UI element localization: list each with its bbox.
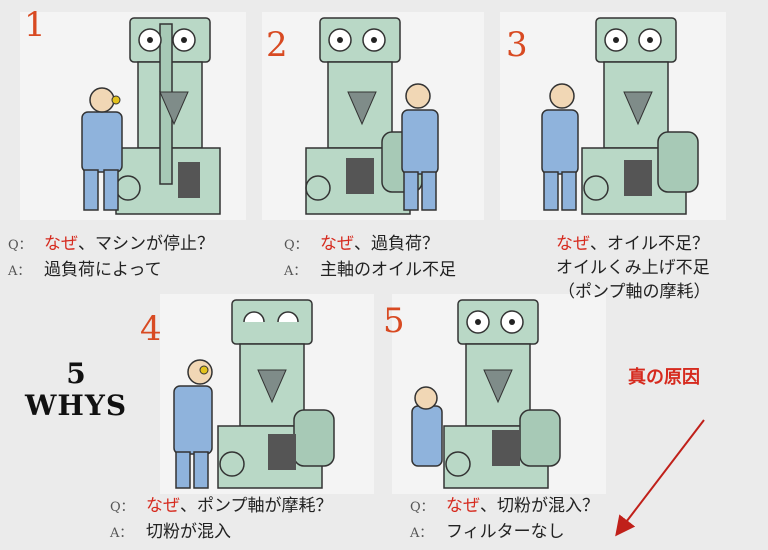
q-prefix: Q： bbox=[110, 500, 134, 515]
q-prefix: Q： bbox=[8, 238, 32, 253]
why-keyword: なぜ bbox=[44, 234, 78, 254]
a-prefix: A： bbox=[284, 264, 307, 279]
answer-text: 過負荷によって bbox=[44, 260, 162, 280]
why-keyword: なぜ bbox=[320, 234, 354, 254]
qa-2: Q： なぜ、過負荷？ A： 主軸のオイル不足 bbox=[284, 232, 456, 284]
why-keyword: なぜ bbox=[146, 496, 180, 516]
answer-note: （ポンプ軸の摩耗） bbox=[558, 282, 711, 302]
a-prefix: A： bbox=[410, 526, 433, 541]
machine-illustration-5 bbox=[411, 299, 561, 489]
root-cause-label: 真の原因 bbox=[628, 367, 700, 388]
qa-4: Q： なぜ、ポンプ軸が摩耗？ A： 切粉が混入 bbox=[110, 494, 333, 546]
five-whys-title: 5 WHYS bbox=[10, 358, 142, 422]
step-number-2: 2 bbox=[266, 25, 288, 65]
q-prefix: Q： bbox=[284, 238, 308, 253]
answer-text: 主軸のオイル不足 bbox=[320, 260, 456, 280]
question-text: 、マシンが停止？ bbox=[78, 234, 214, 254]
step-number-1: 1 bbox=[24, 5, 46, 45]
question-text: 、オイル不足？ bbox=[590, 234, 709, 254]
machine-illustration-2 bbox=[305, 17, 439, 215]
machine-illustration-3 bbox=[541, 17, 699, 215]
question-text: 、切粉が混入？ bbox=[480, 496, 599, 516]
why-keyword: なぜ bbox=[446, 496, 480, 516]
question-text: 、ポンプ軸が摩耗？ bbox=[180, 496, 333, 516]
step-number-5: 5 bbox=[383, 301, 405, 341]
step-number-4: 4 bbox=[140, 309, 162, 349]
q-prefix: Q： bbox=[410, 500, 434, 515]
answer-text: オイルくみ上げ不足 bbox=[556, 258, 710, 278]
title-word: WHYS bbox=[24, 389, 128, 422]
machine-illustration-1 bbox=[81, 17, 221, 215]
qa-1: Q： なぜ、マシンが停止？ A： 過負荷によって bbox=[8, 232, 214, 284]
answer-text: 切粉が混入 bbox=[146, 522, 231, 542]
qa-5: Q： なぜ、切粉が混入？ A： フィルターなし bbox=[410, 494, 599, 546]
a-prefix: A： bbox=[110, 526, 133, 541]
root-cause-arrow-icon bbox=[615, 419, 705, 537]
question-text: 、過負荷？ bbox=[354, 234, 439, 254]
machine-illustration-4 bbox=[173, 299, 335, 489]
why-keyword: なぜ bbox=[556, 234, 590, 254]
title-number: 5 bbox=[66, 357, 86, 390]
qa-3: なぜ、オイル不足？ オイルくみ上げ不足 （ポンプ軸の摩耗） bbox=[556, 232, 711, 304]
a-prefix: A： bbox=[8, 264, 31, 279]
step-number-3: 3 bbox=[506, 25, 528, 65]
answer-text: フィルターなし bbox=[446, 522, 565, 542]
